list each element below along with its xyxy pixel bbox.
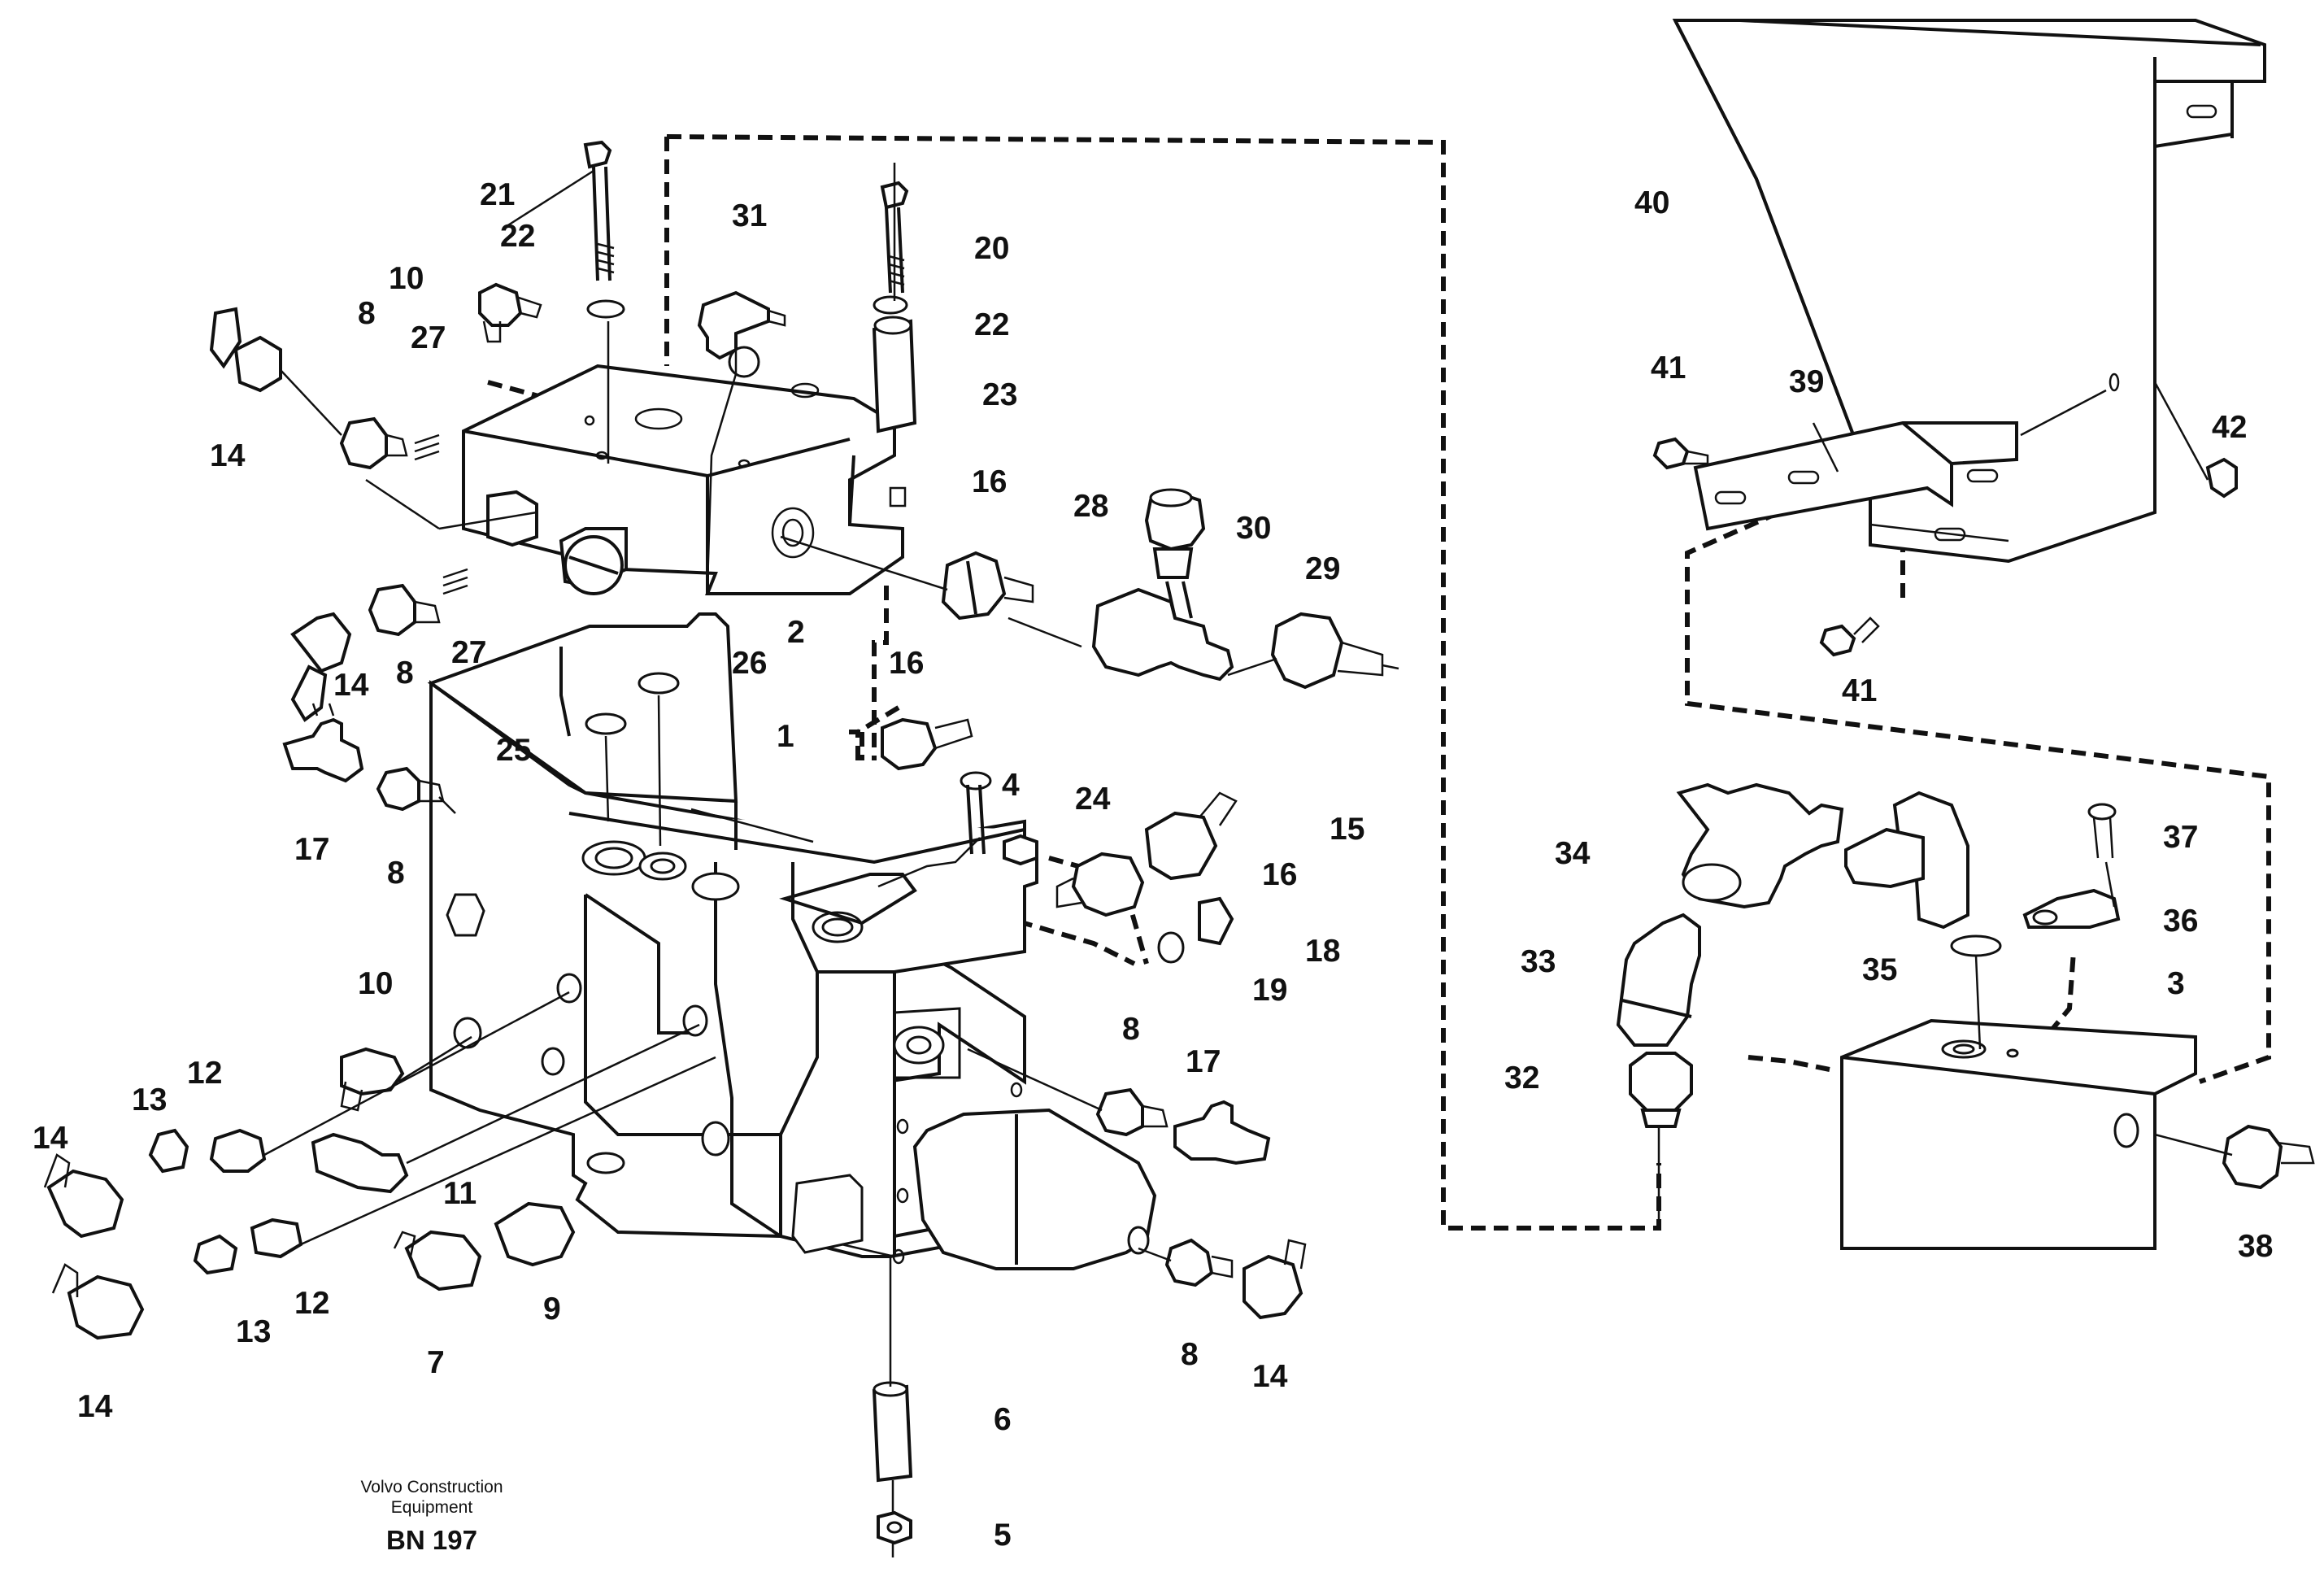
- credit-line-2: Equipment: [391, 1498, 473, 1517]
- part-label-16b: 16: [889, 646, 924, 681]
- drawing-credit: Volvo Construction Equipment BN 197: [360, 1478, 503, 1555]
- fittings: [43, 140, 2315, 1557]
- part-label-41b: 41: [1842, 673, 1877, 708]
- part-label-14c: 14: [33, 1121, 68, 1156]
- part-label-40: 40: [1634, 185, 1669, 220]
- part-label-8a: 8: [358, 296, 376, 331]
- part-label-15: 15: [1330, 812, 1364, 847]
- drawing-code: BN 197: [386, 1525, 477, 1555]
- part-label-8b: 8: [396, 656, 414, 690]
- part-label-33: 33: [1521, 944, 1556, 979]
- part-label-42: 42: [2212, 410, 2247, 445]
- part-label-20: 20: [974, 231, 1009, 266]
- part-label-16c: 16: [1262, 857, 1297, 892]
- part-label-17b: 17: [1186, 1044, 1221, 1079]
- part-label-1: 1: [777, 719, 794, 754]
- leader-lines: [263, 163, 2233, 1262]
- part-label-26: 26: [732, 646, 767, 681]
- part-label-17a: 17: [294, 832, 329, 867]
- part-label-19: 19: [1252, 973, 1287, 1008]
- part-label-16a: 16: [972, 464, 1007, 499]
- part-label-14a: 14: [210, 438, 246, 473]
- part-label-24: 24: [1075, 782, 1111, 817]
- part-label-14b: 14: [333, 668, 369, 703]
- part-label-21: 21: [480, 177, 515, 212]
- part-label-27b: 27: [451, 635, 486, 670]
- part-label-32: 32: [1504, 1061, 1539, 1096]
- part-label-3: 3: [2167, 966, 2185, 1001]
- part-label-14e: 14: [1252, 1359, 1288, 1394]
- part-label-4: 4: [1002, 768, 1020, 803]
- part-label-34: 34: [1555, 836, 1591, 871]
- part-label-23: 23: [982, 377, 1017, 412]
- part-label-8e: 8: [1181, 1337, 1199, 1372]
- part-label-12a: 12: [187, 1056, 222, 1091]
- part-label-39: 39: [1789, 364, 1824, 399]
- part-label-18: 18: [1305, 934, 1340, 969]
- part-label-11: 11: [443, 1176, 477, 1211]
- part-label-37: 37: [2163, 820, 2198, 855]
- valve-block-2: [462, 364, 907, 595]
- part-label-28: 28: [1073, 489, 1108, 524]
- part-label-13a: 13: [132, 1083, 167, 1117]
- part-label-8c: 8: [387, 856, 405, 891]
- valve-block-3: [1840, 1018, 2197, 1250]
- part-label-27a: 27: [411, 320, 446, 355]
- part-labels: 1 2 3 4 5 6 7 8 8 8 8 8 9 10 10 11 12 12…: [33, 177, 2273, 1553]
- part-label-14d: 14: [77, 1389, 113, 1424]
- part-label-5: 5: [994, 1518, 1012, 1553]
- part-label-38: 38: [2238, 1229, 2273, 1264]
- part-label-10b: 10: [358, 966, 393, 1001]
- part-label-30: 30: [1236, 511, 1271, 546]
- part-label-41a: 41: [1651, 351, 1686, 386]
- part-label-12b: 12: [294, 1286, 329, 1321]
- part-label-36: 36: [2163, 904, 2198, 939]
- part-label-35: 35: [1862, 952, 1897, 987]
- mounting-bracket: [1672, 19, 2266, 564]
- part-label-7: 7: [427, 1345, 445, 1380]
- part-label-6: 6: [994, 1402, 1012, 1437]
- credit-line-1: Volvo Construction: [360, 1478, 503, 1496]
- part-label-29: 29: [1305, 551, 1340, 586]
- part-label-22a: 22: [500, 219, 535, 254]
- part-label-10a: 10: [389, 261, 424, 296]
- part-label-2: 2: [787, 615, 805, 650]
- part-label-25: 25: [496, 733, 531, 768]
- part-label-31: 31: [732, 198, 767, 233]
- part-label-9: 9: [543, 1292, 561, 1326]
- part-label-8d: 8: [1122, 1012, 1140, 1047]
- part-label-22b: 22: [974, 307, 1009, 342]
- valve-body-1: [427, 612, 1157, 1270]
- part-label-13b: 13: [236, 1314, 271, 1349]
